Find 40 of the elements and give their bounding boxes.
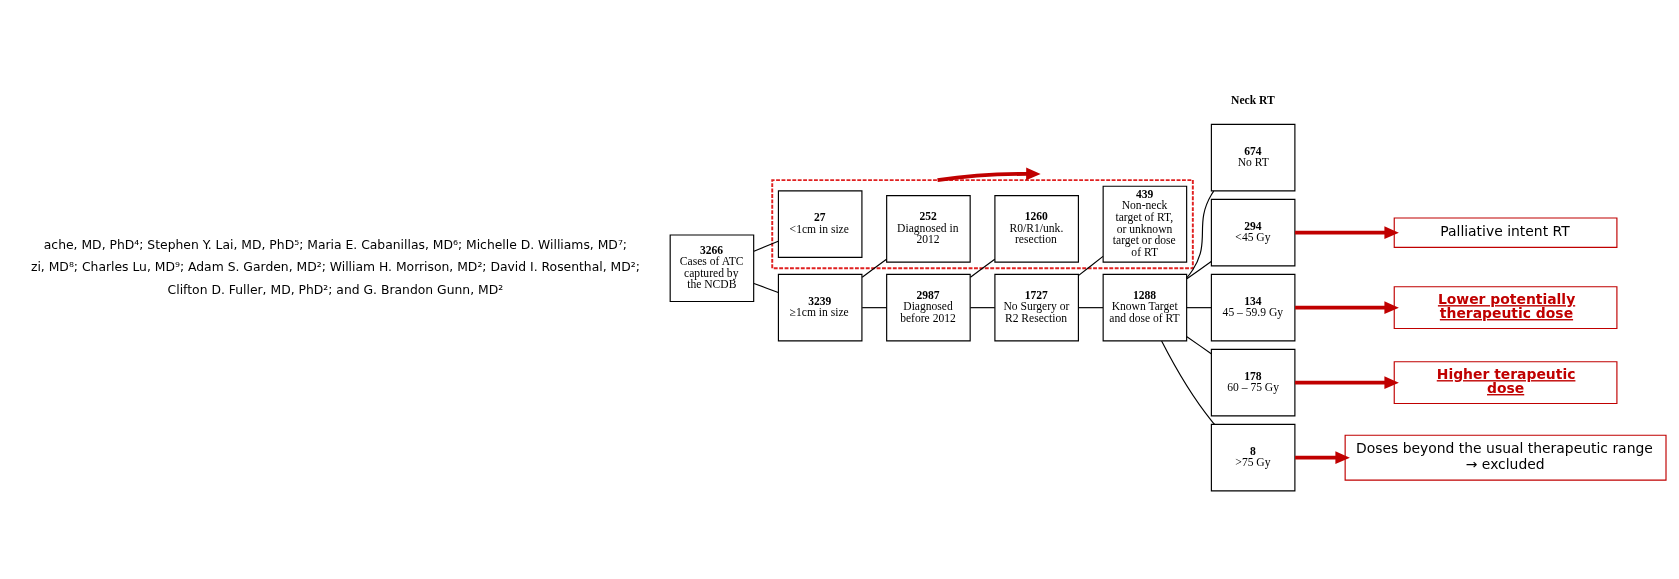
connector	[1186, 336, 1212, 355]
node-box: 134 45 – 59.9 Gy	[1210, 273, 1296, 342]
node-box: 294 <45 Gy	[1210, 198, 1296, 267]
node-box: 3266 Cases of ATC captured by the NCDB	[669, 234, 755, 303]
node-box: Palliative intent RT	[1393, 217, 1618, 248]
node-box: 252 Diagnosed in 2012	[886, 195, 971, 263]
node-box: 1260 R0/R1/unk. resection	[994, 195, 1079, 263]
node-box: 178 60 – 75 Gy	[1210, 348, 1296, 417]
arrow	[1295, 226, 1399, 239]
node-box: 8 >75 Gy	[1210, 423, 1296, 492]
label: ache, MD, PhD⁴; Stephen Y. Lai, MD, PhD⁵; Maria E. Cabanillas, MD⁶; Michelle D. Williams, MD⁷;	[43, 237, 628, 252]
node-box: 3239 ≥1cm in size	[777, 273, 863, 342]
node-box: 674 No RT	[1210, 123, 1296, 192]
arrow	[937, 167, 1041, 182]
connector	[1078, 307, 1104, 309]
connector	[1186, 261, 1212, 280]
node-box: 439 Non-neck target of RT, or unknown target or dose of RT	[1102, 185, 1188, 263]
connector	[969, 307, 996, 309]
cluster	[771, 179, 1194, 270]
connector	[1186, 307, 1212, 309]
node-box: 1727 No Surgery or R2 Resection	[994, 273, 1079, 342]
arrow	[1295, 451, 1350, 464]
connector	[753, 282, 779, 294]
node-box: 1288 Known Target and dose of RT	[1102, 273, 1188, 342]
label: zi, MD⁸; Charles Lu, MD⁹; Adam S. Garden, MD²; William H. Morrison, MD²; David I. Rosenthal, MD²;	[30, 260, 640, 275]
node-box: Doses beyond the usual therapeutic range → excluded	[1344, 434, 1667, 481]
node-box: Higher terapeutic dose	[1393, 361, 1618, 405]
connector	[861, 258, 888, 278]
connector	[969, 258, 996, 278]
node-box: Lower potentially therapeutic dose	[1393, 286, 1618, 330]
label: Clifton D. Fuller, MD, PhD²; and G. Brandon Gunn, MD²	[167, 282, 504, 297]
arrow	[1295, 376, 1399, 389]
connector	[753, 240, 779, 252]
node-box: 27 <1cm in size	[777, 190, 863, 258]
arrow	[1295, 301, 1399, 314]
connector	[1161, 340, 1216, 425]
label: Neck RT	[1231, 93, 1275, 107]
connector	[861, 307, 888, 309]
node-box: 2987 Diagnosed before 2012	[886, 273, 971, 342]
connector	[1078, 255, 1104, 276]
